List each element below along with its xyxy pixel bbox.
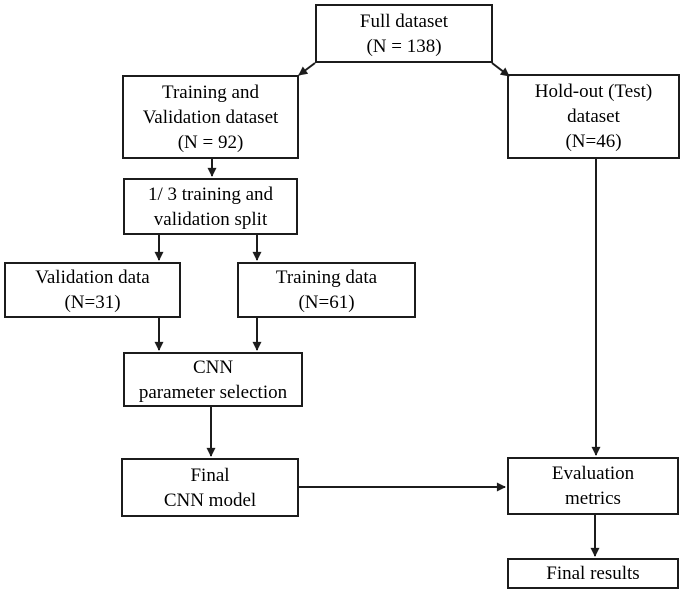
node-label-line: Validation dataset (142, 106, 279, 128)
node-label-line: (N = 92) (177, 131, 244, 153)
node-label-line: (N=61) (298, 292, 355, 313)
node-training-validation-dataset: Training and Validation dataset (N = 92) (122, 75, 299, 159)
node-label-line: validation split (153, 208, 268, 230)
node-label-line: Training and (162, 81, 259, 103)
node-evaluation-metrics: Evaluation metrics (507, 457, 679, 515)
node-label-line: Final results (546, 563, 640, 584)
node-label-line: dataset (567, 106, 620, 127)
node-final-cnn-model: Final CNN model (121, 458, 299, 517)
node-full-dataset: Full dataset (N = 138) (315, 4, 493, 63)
node-label-line: Training data (275, 267, 378, 288)
node-cnn-parameter-selection: CNN parameter selection (123, 352, 303, 407)
node-label-line: metrics (565, 488, 621, 509)
node-label-line: (N=31) (64, 292, 121, 313)
node-validation-data: Validation data (N=31) (4, 262, 181, 318)
node-label-line: Hold-out (Test) (534, 81, 653, 102)
node-label-line: (N=46) (565, 131, 622, 152)
node-label-line: Full dataset (359, 10, 449, 32)
node-final-results: Final results (507, 558, 679, 589)
node-label-line: (N = 138) (366, 35, 442, 57)
node-label-line: CNN (192, 356, 234, 378)
node-label-line: 1/ 3 training and (147, 183, 274, 205)
node-label-line: Evaluation (551, 463, 635, 484)
node-label-line: Final (190, 464, 230, 486)
node-label-line: CNN model (163, 489, 257, 511)
node-label-line: Validation data (35, 267, 150, 288)
node-training-data: Training data (N=61) (237, 262, 416, 318)
arrow-full-to-trainval (298, 62, 316, 76)
node-training-validation-split: 1/ 3 training and validation split (123, 178, 298, 235)
node-holdout-test-dataset: Hold-out (Test) dataset (N=46) (507, 74, 680, 159)
node-label-line: parameter selection (138, 381, 288, 403)
